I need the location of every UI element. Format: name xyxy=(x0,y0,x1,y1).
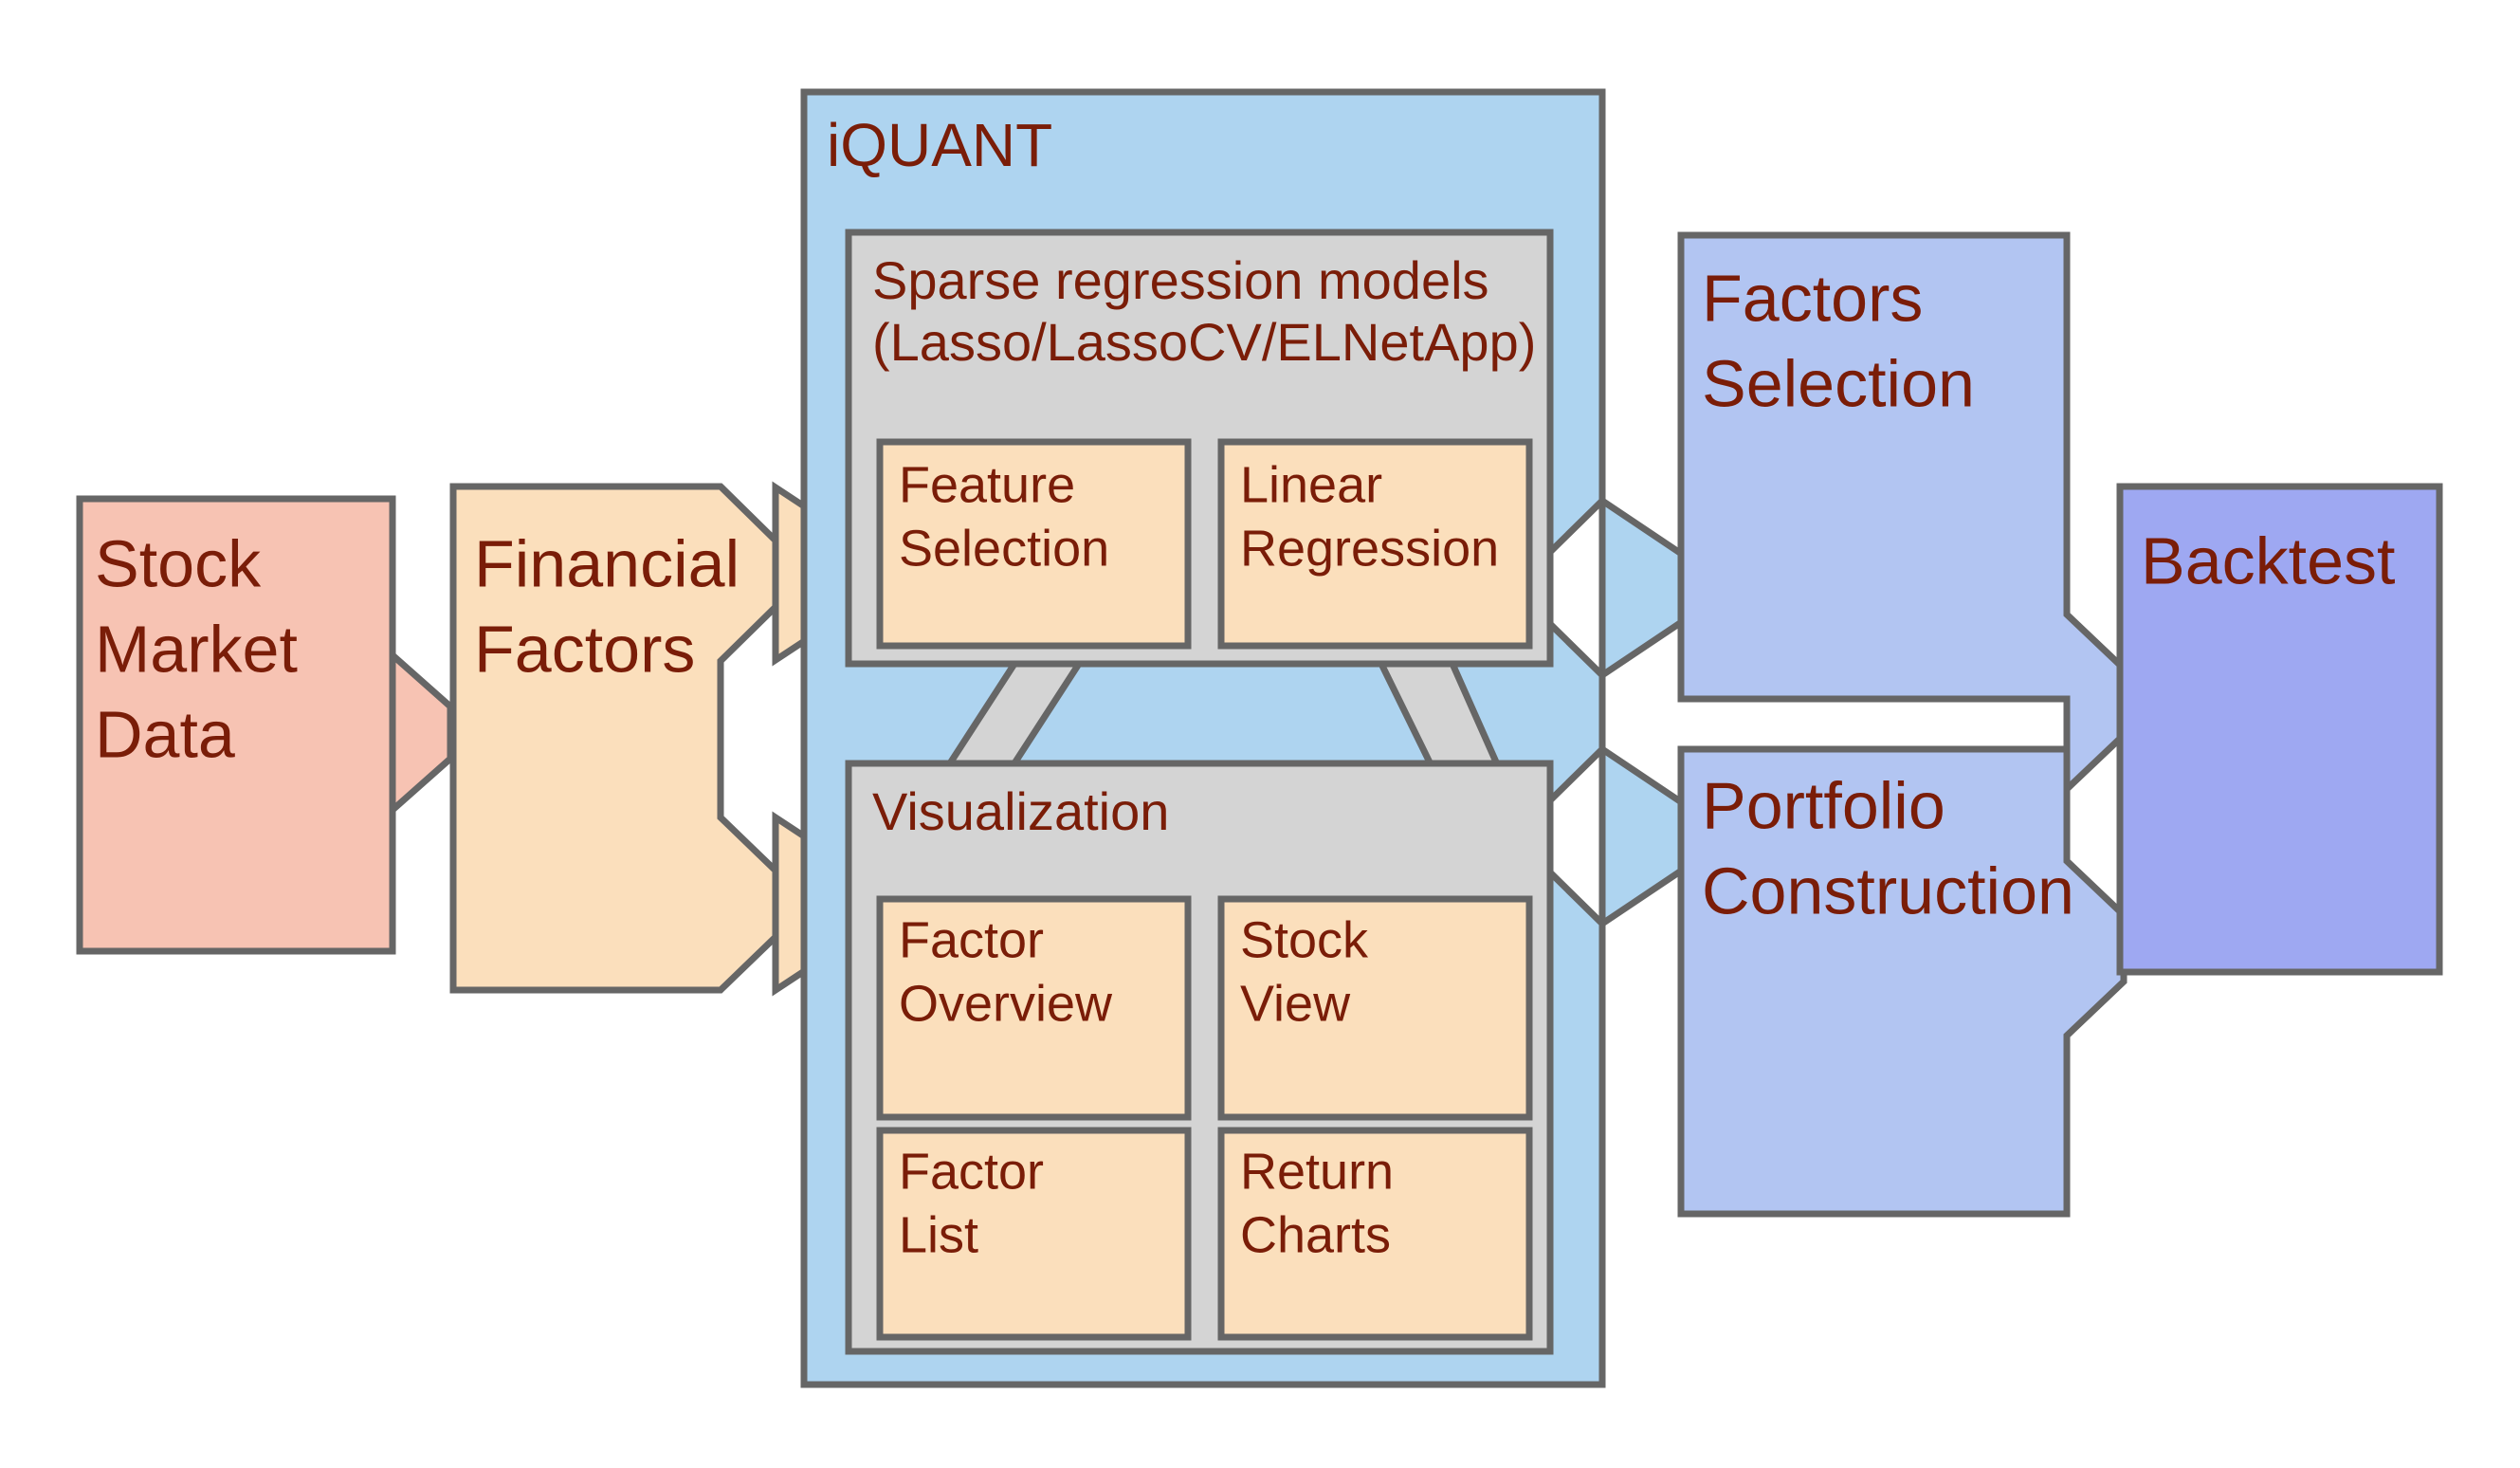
backtest-label: Backtest xyxy=(2141,523,2395,597)
node-backtest[interactable] xyxy=(2116,483,2443,976)
edge-stockdata-to-financialfactors xyxy=(388,647,454,818)
node-stock-view[interactable] xyxy=(1217,895,1533,1121)
factor-overview-line-2: Overview xyxy=(899,975,1113,1032)
factor-overview-line-1: Factor xyxy=(899,911,1044,968)
node-stock-market-data[interactable] xyxy=(76,495,396,955)
edge-iquant-to-factors-selection xyxy=(1598,494,1687,682)
financial-factors-line-1: Financial xyxy=(474,526,740,600)
stock-market-data-line-2: Market xyxy=(95,612,298,686)
stock-market-data-line-3: Data xyxy=(95,697,235,771)
factors-selection-line-2: Selection xyxy=(1702,346,1975,420)
factor-list-line-1: Factor xyxy=(899,1143,1044,1200)
node-factor-list[interactable] xyxy=(876,1127,1192,1341)
sparse-regression-title-line-2: (Lasso/LassoCV/ELNetApp) xyxy=(872,312,1536,372)
stock-view-line-1: Stock xyxy=(1240,911,1369,968)
node-factor-overview[interactable] xyxy=(876,895,1192,1121)
financial-factors-line-2: Factors xyxy=(474,612,695,686)
node-portfolio-construction[interactable] xyxy=(1677,745,2127,1218)
factor-list-line-2: List xyxy=(899,1206,978,1263)
visualization-title: Visualization xyxy=(872,781,1169,841)
stock-view-line-2: View xyxy=(1240,975,1351,1032)
node-return-charts[interactable] xyxy=(1217,1127,1533,1341)
portfolio-construction-line-2: Construction xyxy=(1702,853,2074,927)
sparse-regression-title-line-1: Sparse regression models xyxy=(872,250,1489,310)
return-charts-line-2: Charts xyxy=(1240,1206,1391,1263)
feature-selection-line-2: Selection xyxy=(899,520,1109,577)
portfolio-construction-line-1: Portfolio xyxy=(1702,768,1945,842)
iquant-panel-title: iQUANT xyxy=(827,111,1052,179)
linear-regression-line-1: Linear xyxy=(1240,456,1382,513)
feature-selection-line-1: Feature xyxy=(899,456,1075,513)
return-charts-line-1: Return xyxy=(1240,1143,1394,1200)
edge-iquant-to-portfolio-construction xyxy=(1598,743,1687,930)
factors-selection-line-1: Factors xyxy=(1702,261,1923,335)
linear-regression-line-2: Regression xyxy=(1240,520,1499,577)
node-feature-selection[interactable] xyxy=(876,438,1192,650)
stock-market-data-line-1: Stock xyxy=(95,526,262,600)
node-financial-factors[interactable] xyxy=(449,483,779,994)
node-linear-regression[interactable] xyxy=(1217,438,1533,650)
